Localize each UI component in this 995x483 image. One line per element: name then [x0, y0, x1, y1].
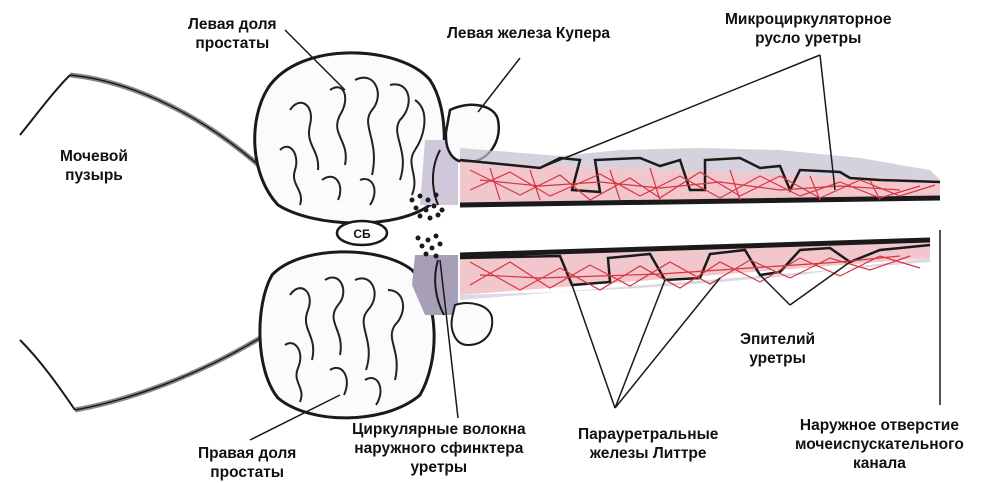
bladder	[20, 75, 265, 410]
sb-label: СБ	[353, 227, 371, 241]
left-prostate-lobe	[255, 53, 445, 223]
urethra-upper-wall	[460, 148, 940, 205]
label-cowper-gland: Левая железа Купера	[447, 24, 610, 43]
urethra-lower-wall	[460, 240, 930, 300]
seminal-tubercle: СБ	[337, 221, 387, 245]
right-prostate-lobe	[260, 252, 434, 418]
cowper-gland-lower	[452, 303, 493, 345]
